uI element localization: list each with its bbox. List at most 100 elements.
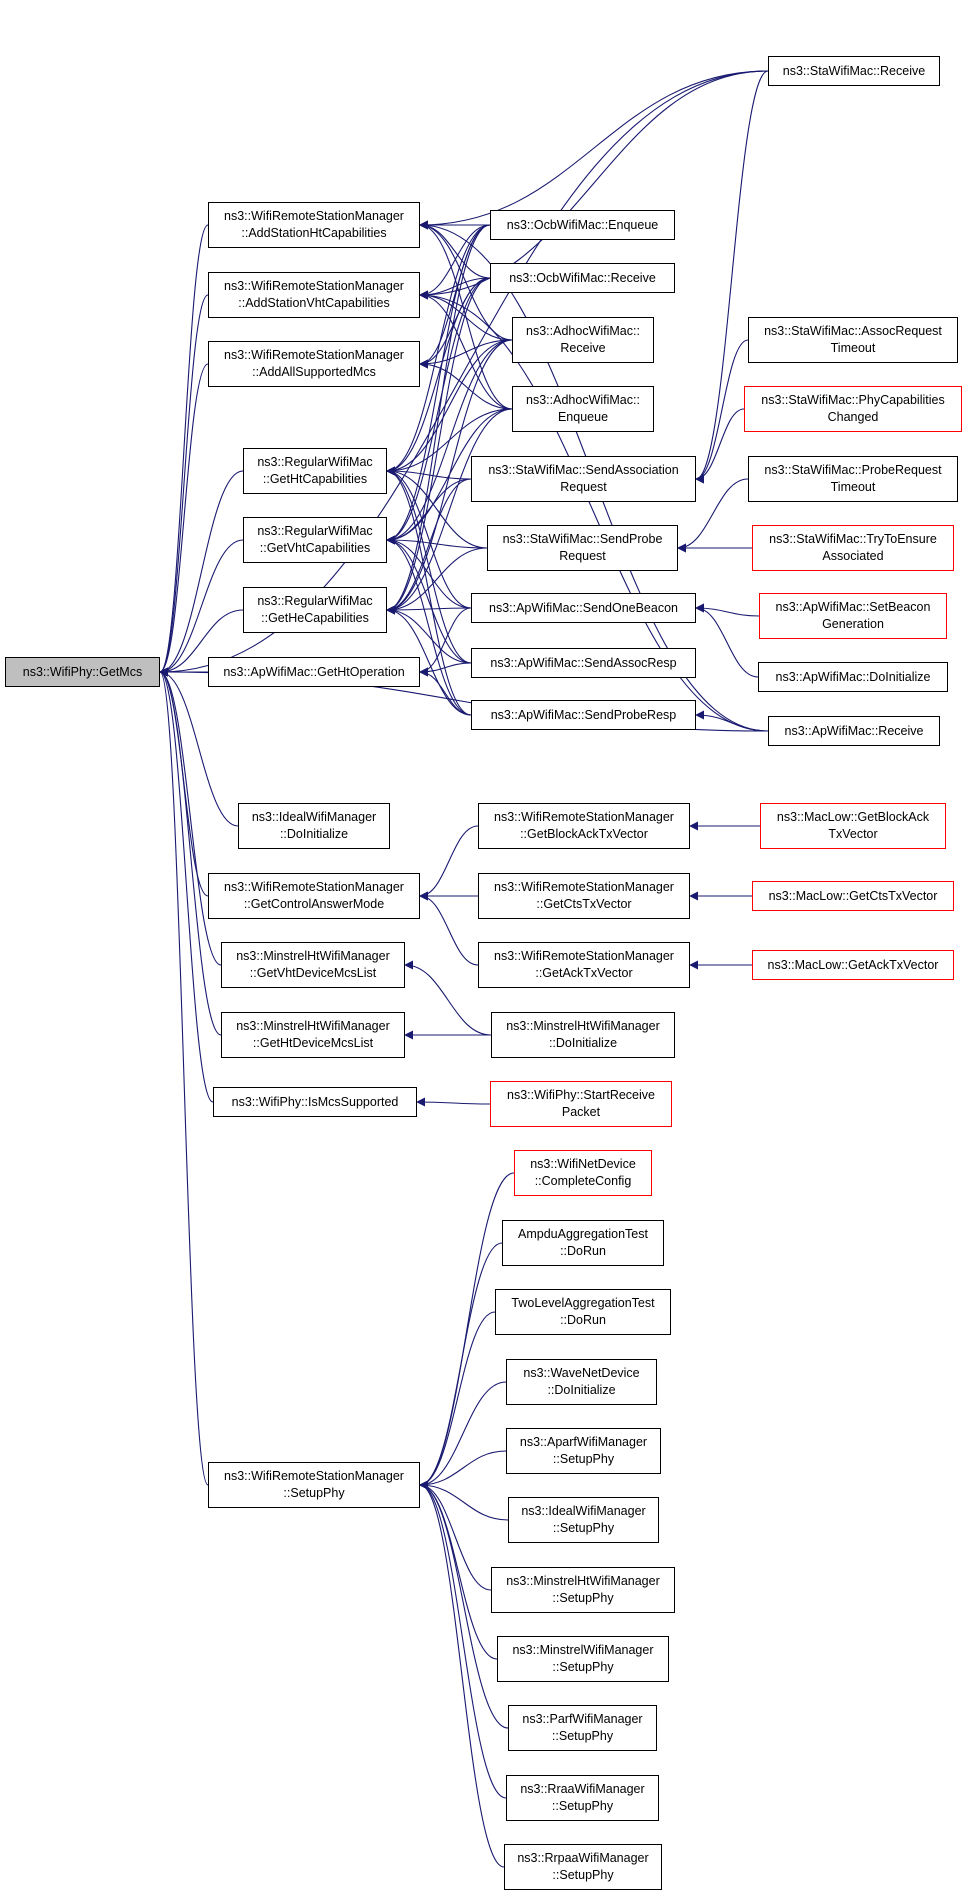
node-apdoinit[interactable]: ns3::ApWifiMac::DoInitialize xyxy=(758,662,948,692)
node-startrecv[interactable]: ns3::WifiPhy::StartReceive Packet xyxy=(490,1081,672,1127)
node-setbeacon[interactable]: ns3::ApWifiMac::SetBeacon Generation xyxy=(759,593,947,639)
edge-rraa-to-setupphy xyxy=(419,1480,507,1799)
edge-idealdoinit-to-getmcs xyxy=(159,667,239,827)
edge-reghe-to-getmcs xyxy=(159,609,244,677)
node-sendproberesp[interactable]: ns3::ApWifiMac::SendProbeResp xyxy=(471,700,696,730)
node-label-line: ::GetBlockAckTxVector xyxy=(520,827,648,841)
edge-adhocrecv-to-reght xyxy=(386,339,513,476)
node-reghe[interactable]: ns3::RegularWifiMac ::GetHeCapabilities xyxy=(243,587,387,633)
edge-parf-to-setupphy xyxy=(419,1480,509,1729)
node-maclowblock[interactable]: ns3::MacLow::GetBlockAck TxVector xyxy=(760,803,946,849)
edge-ocbenq-to-regvht xyxy=(386,224,491,545)
edge-ocbenq-to-reght xyxy=(386,224,491,476)
node-sendbeacon[interactable]: ns3::ApWifiMac::SendOneBeacon xyxy=(471,593,696,623)
node-sendprobe[interactable]: ns3::StaWifiMac::SendProbe Request xyxy=(487,525,678,571)
edge-sendproberesp-to-gethtop xyxy=(419,667,472,716)
node-label-line: ::DoRun xyxy=(560,1244,606,1258)
node-label-line: ns3::WifiRemoteStationManager xyxy=(224,348,404,362)
node-regvht[interactable]: ns3::RegularWifiMac ::GetVhtCapabilities xyxy=(243,517,387,563)
node-label-line: ns3::OcbWifiMac::Enqueue xyxy=(506,217,659,232)
node-minvht[interactable]: ns3::MinstrelHtWifiManager ::GetVhtDevic… xyxy=(221,942,405,988)
node-label-line: ns3::ApWifiMac::SendOneBeacon xyxy=(489,600,678,615)
node-phycap[interactable]: ns3::StaWifiMac::PhyCapabilities Changed xyxy=(744,386,962,432)
node-adhocrecv[interactable]: ns3::AdhocWifiMac:: Receive xyxy=(512,317,654,363)
node-label-line: ns3::StaWifiMac::SendAssociation xyxy=(488,463,679,477)
node-gethtop[interactable]: ns3::ApWifiMac::GetHtOperation xyxy=(208,657,420,687)
node-idealsetup[interactable]: ns3::IdealWifiManager ::SetupPhy xyxy=(508,1497,659,1543)
node-label-line: ::AddStationHtCapabilities xyxy=(241,226,387,240)
edge-setbeacon-to-sendbeacon xyxy=(695,603,760,617)
node-stareceive[interactable]: ns3::StaWifiMac::Receive xyxy=(768,56,940,86)
node-label-line: ns3::RegularWifiMac xyxy=(257,524,373,538)
node-maclowack[interactable]: ns3::MacLow::GetAckTxVector xyxy=(752,950,954,980)
node-ampdu[interactable]: AmpduAggregationTest ::DoRun xyxy=(502,1220,664,1266)
node-sendassoc[interactable]: ns3::StaWifiMac::SendAssociation Request xyxy=(471,456,696,502)
node-mindoinit[interactable]: ns3::MinstrelHtWifiManager ::DoInitializ… xyxy=(491,1012,675,1058)
edge-twolevel-to-setupphy xyxy=(419,1311,496,1490)
edge-stareceive-to-sendassoc xyxy=(695,70,769,484)
edge-addvht-to-getmcs xyxy=(159,294,209,677)
node-label-line: Request xyxy=(560,480,607,494)
node-label-line: ns3::MinstrelWifiManager xyxy=(512,1643,654,1657)
node-label-line: ::DoInitialize xyxy=(548,1036,618,1050)
node-aparf[interactable]: ns3::AparfWifiManager ::SetupPhy xyxy=(506,1428,661,1474)
node-tryensure[interactable]: ns3::StaWifiMac::TryToEnsure Associated xyxy=(752,525,954,571)
node-getctrl[interactable]: ns3::WifiRemoteStationManager ::GetContr… xyxy=(208,873,420,919)
node-label-line: ns3::ParfWifiManager xyxy=(522,1712,643,1726)
node-label-line: ns3::WifiPhy::StartReceive xyxy=(507,1088,655,1102)
node-idealdoinit[interactable]: ns3::IdealWifiManager ::DoInitialize xyxy=(238,803,390,849)
node-label-line: Timeout xyxy=(830,480,876,494)
node-addall[interactable]: ns3::WifiRemoteStationManager ::AddAllSu… xyxy=(208,341,420,387)
node-maclowcts[interactable]: ns3::MacLow::GetCtsTxVector xyxy=(752,881,954,911)
edge-startrecv-to-ismcs xyxy=(416,1097,491,1107)
node-label-line: ns3::ApWifiMac::GetHtOperation xyxy=(223,664,405,679)
node-rraa[interactable]: ns3::RraaWifiManager ::SetupPhy xyxy=(506,1775,659,1821)
node-label-line: Packet xyxy=(561,1105,601,1119)
edge-sendbeacon-to-reght xyxy=(386,466,472,609)
node-label-line: ns3::IdealWifiManager xyxy=(251,810,377,824)
edge-sendassocresp-to-regvht xyxy=(386,535,472,664)
node-minhtsetup[interactable]: ns3::MinstrelHtWifiManager ::SetupPhy xyxy=(491,1567,675,1613)
node-label-line: ns3::WifiNetDevice xyxy=(530,1157,636,1171)
node-setupphy[interactable]: ns3::WifiRemoteStationManager ::SetupPhy xyxy=(208,1462,420,1508)
node-addht[interactable]: ns3::WifiRemoteStationManager ::AddStati… xyxy=(208,202,420,248)
edge-sendbeacon-to-reghe xyxy=(386,605,472,615)
node-ocbenq[interactable]: ns3::OcbWifiMac::Enqueue xyxy=(490,210,675,240)
edge-minhtsetup-to-setupphy xyxy=(419,1480,492,1591)
edge-ocbenq-to-reghe xyxy=(386,224,491,615)
node-getcts[interactable]: ns3::WifiRemoteStationManager ::GetCtsTx… xyxy=(478,873,690,919)
node-label-line: ::SetupPhy xyxy=(552,1868,614,1882)
node-label-line: ns3::StaWifiMac::TryToEnsure xyxy=(769,532,937,546)
edge-getack-to-getctrl xyxy=(419,891,479,966)
node-reght[interactable]: ns3::RegularWifiMac ::GetHtCapabilities xyxy=(243,448,387,494)
edge-aprecv-to-addvht xyxy=(419,290,769,732)
node-parf[interactable]: ns3::ParfWifiManager ::SetupPhy xyxy=(508,1705,657,1751)
edge-aparf-to-setupphy xyxy=(419,1450,507,1490)
node-wave[interactable]: ns3::WaveNetDevice ::DoInitialize xyxy=(506,1359,657,1405)
node-label-line: ns3::WifiRemoteStationManager xyxy=(494,810,674,824)
node-netdev[interactable]: ns3::WifiNetDevice ::CompleteConfig xyxy=(514,1150,652,1196)
node-adhocenq[interactable]: ns3::AdhocWifiMac:: Enqueue xyxy=(512,386,654,432)
node-label-line: Associated xyxy=(822,549,884,563)
node-assocto[interactable]: ns3::StaWifiMac::AssocRequest Timeout xyxy=(748,317,958,363)
node-getblockack[interactable]: ns3::WifiRemoteStationManager ::GetBlock… xyxy=(478,803,690,849)
edge-adhocrecv-to-reghe xyxy=(386,339,513,615)
node-label-line: ::SetupPhy xyxy=(552,1521,615,1535)
node-twolevel[interactable]: TwoLevelAggregationTest ::DoRun xyxy=(495,1289,671,1335)
node-aprecv[interactable]: ns3::ApWifiMac::Receive xyxy=(768,716,940,746)
node-label-line: ns3::MacLow::GetCtsTxVector xyxy=(768,888,938,903)
node-ismcs[interactable]: ns3::WifiPhy::IsMcsSupported xyxy=(213,1087,417,1117)
edge-phycap-to-sendassoc xyxy=(695,408,745,484)
node-label-line: TwoLevelAggregationTest xyxy=(511,1296,655,1310)
node-ocbrecv[interactable]: ns3::OcbWifiMac::Receive xyxy=(490,263,675,293)
node-label-line: AmpduAggregationTest xyxy=(518,1227,648,1241)
node-getack[interactable]: ns3::WifiRemoteStationManager ::GetAckTx… xyxy=(478,942,690,988)
edge-sendassocresp-to-reghe xyxy=(386,605,472,664)
node-addvht[interactable]: ns3::WifiRemoteStationManager ::AddStati… xyxy=(208,272,420,318)
node-rrpaa[interactable]: ns3::RrpaaWifiManager ::SetupPhy xyxy=(504,1844,662,1890)
node-sendassocresp[interactable]: ns3::ApWifiMac::SendAssocResp xyxy=(471,648,696,678)
node-label-line: ns3::ApWifiMac::Receive xyxy=(784,723,924,738)
node-minht[interactable]: ns3::MinstrelHtWifiManager ::GetHtDevice… xyxy=(221,1012,405,1058)
node-probeto[interactable]: ns3::StaWifiMac::ProbeRequest Timeout xyxy=(748,456,958,502)
node-minsetup[interactable]: ns3::MinstrelWifiManager ::SetupPhy xyxy=(497,1636,669,1682)
